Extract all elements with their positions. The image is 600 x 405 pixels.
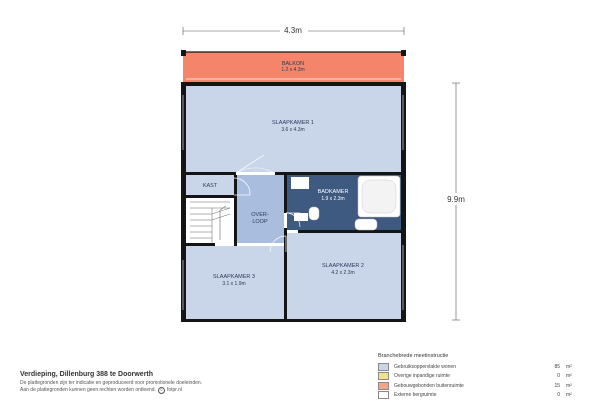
disclaimer: De plattegronden zijn ter indicatie en g… (20, 380, 320, 394)
stairs (190, 201, 231, 243)
slaapkamer-1-label: SLAAPKAMER 1 (272, 120, 314, 126)
legend-label: Gebouwgebonden buitenruimte (394, 382, 464, 389)
legend-unit: m² (566, 373, 572, 380)
legend-row: Overige inpandige ruimte 0 m² (378, 372, 578, 382)
windows (182, 95, 404, 310)
legend-label: Gebruiksoppervlakte wonen (394, 363, 456, 370)
slaapkamer-2-size: 4.2 x 2.3m (331, 270, 354, 276)
disclaimer-line-2: Aan de plattegronden kunnen geen rechten… (20, 386, 182, 394)
slaapkamer-1-size: 3.6 x 4.3m (281, 127, 304, 133)
legend-heading: Branchebrede meetinstructie (378, 353, 449, 359)
legend-swatch (378, 372, 389, 381)
slaapkamer-2-label: SLAAPKAMER 2 (322, 263, 364, 269)
slaapkamer-3-room (186, 246, 284, 320)
balkon-size: 1.2 x 4.3m (281, 67, 304, 73)
legend-unit: m² (566, 363, 572, 370)
legend-row: Gebruiksoppervlakte wonen 85 m² (378, 362, 578, 372)
legend-row: Gebouwgebonden buitenruimte 15 m² (378, 381, 578, 391)
copyright-icon: © (157, 386, 165, 394)
legend-value: 0 (557, 373, 560, 380)
legend-value: 15 (554, 382, 560, 389)
measurement-legend: Branchebrede meetinstructie Gebruiksoppe… (378, 353, 578, 400)
stairwell (186, 198, 234, 243)
legend-unit: m² (566, 392, 572, 399)
height-dimension: 9.9m (442, 82, 470, 321)
slaapkamer-3-size: 3.1 x 1.9m (222, 281, 245, 287)
floor-title: Verdieping, Dillenburg 388 te Doorwerth (20, 371, 154, 378)
toilet (308, 206, 320, 221)
legend-swatch (378, 381, 389, 390)
shelf (294, 213, 308, 221)
legend-unit: m² (566, 382, 572, 389)
overloop-room (237, 175, 284, 243)
slaapkamer-3-label: SLAAPKAMER 3 (213, 274, 255, 280)
legend-swatch (378, 362, 389, 371)
balkon-room (183, 52, 404, 82)
width-dimension-label: 4.3m (284, 26, 302, 35)
legend-label: Externe bergruimte (394, 392, 437, 399)
disclaimer-line-1: De plattegronden zijn ter indicatie en g… (20, 380, 203, 386)
doors (215, 154, 301, 253)
disclaimer-line-2-text: Aan de plattegronden kunnen geen rechten… (20, 386, 156, 393)
legend-row: Externe bergruimte 0 m² (378, 391, 578, 401)
slaapkamer-2-room (287, 233, 401, 320)
width-dimension: 4.3m (182, 24, 405, 36)
slaapkamer-1-room (186, 86, 401, 172)
legend-label: Overige inpandige ruimte (394, 373, 450, 380)
legend-value: 0 (557, 392, 560, 399)
kast-room (186, 175, 234, 195)
washing-machine-symbol (291, 177, 309, 189)
overloop-label-line2: LOOP (252, 219, 268, 225)
overloop-label-line1: OVER- (251, 212, 269, 218)
legend-swatch (378, 391, 389, 400)
bathroom-fixtures (291, 175, 401, 231)
balkon-label: BALKON (282, 61, 304, 67)
walls (181, 82, 406, 322)
badkamer-label: BADKAMER (318, 189, 349, 195)
badkamer-size: 1.9 x 2.3m (321, 196, 344, 202)
kast-label: KAST (203, 183, 218, 189)
brand-label: fotpr.nl (166, 386, 182, 393)
legend-value: 85 (554, 363, 560, 370)
height-dimension-label: 9.9m (447, 195, 465, 204)
sink (354, 218, 378, 231)
